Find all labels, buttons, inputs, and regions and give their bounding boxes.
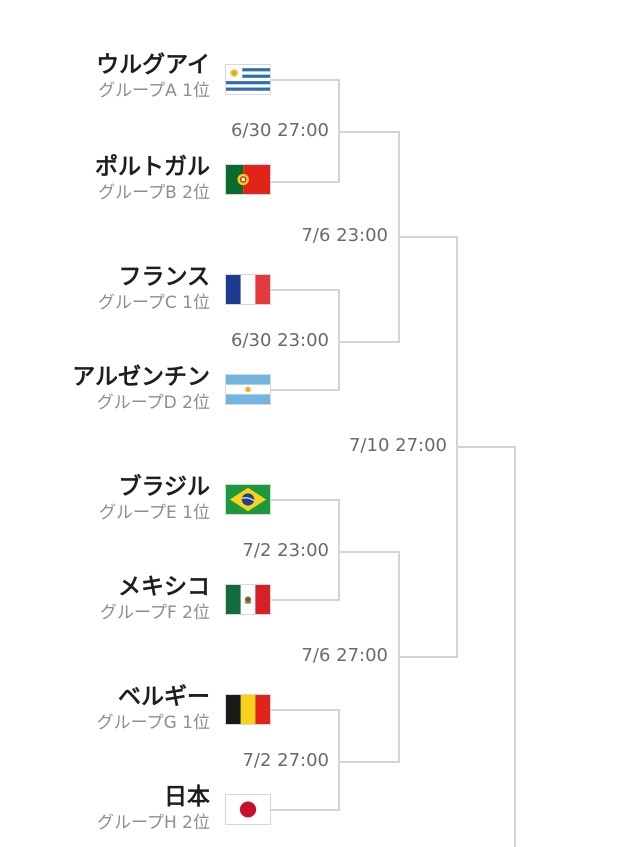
- team-group-rank: グループA 1位: [98, 81, 210, 101]
- team-uruguay[interactable]: ウルグアイ グループA 1位: [0, 50, 210, 102]
- bracket-line: [338, 761, 400, 763]
- bracket-line: [456, 446, 516, 448]
- team-group-rank: グループG 1位: [96, 713, 210, 733]
- team-name: メキシコ: [118, 574, 210, 600]
- bracket-line: [338, 709, 340, 811]
- team-group-rank: グループC 1位: [97, 293, 210, 313]
- bracket-line: [338, 131, 400, 133]
- japan-flag-icon: [225, 794, 271, 825]
- team-name: 日本: [164, 784, 210, 810]
- team-name: フランス: [118, 264, 210, 290]
- team-group-rank: グループD 2位: [96, 393, 210, 413]
- team-name: ベルギー: [118, 684, 210, 710]
- bracket-line: [271, 709, 340, 711]
- bracket-line: [271, 499, 340, 501]
- team-name: ポルトガル: [95, 154, 210, 180]
- match-time-qf-2: 7/6 27:00: [301, 645, 388, 666]
- team-group-rank: グループH 2位: [97, 813, 210, 833]
- team-france[interactable]: フランス グループC 1位: [0, 262, 210, 314]
- bracket-line: [271, 389, 340, 391]
- team-argentina[interactable]: アルゼンチン グループD 2位: [0, 362, 210, 414]
- match-time-r16-2: 6/30 23:00: [230, 330, 329, 351]
- mexico-flag-icon: [225, 584, 271, 615]
- team-group-rank: グループF 2位: [100, 603, 210, 623]
- bracket-line: [271, 809, 340, 811]
- team-name: アルゼンチン: [72, 364, 210, 390]
- team-japan[interactable]: 日本 グループH 2位: [0, 782, 210, 834]
- match-time-r16-3: 7/2 23:00: [242, 540, 329, 561]
- bracket-line: [514, 446, 516, 847]
- bracket-line: [398, 656, 458, 658]
- team-brazil[interactable]: ブラジル グループE 1位: [0, 472, 210, 524]
- bracket-line: [271, 289, 340, 291]
- team-mexico[interactable]: メキシコ グループF 2位: [0, 572, 210, 624]
- match-time-r16-1: 6/30 27:00: [230, 120, 329, 141]
- bracket-line: [338, 341, 400, 343]
- bracket-line: [338, 499, 340, 601]
- match-time-qf-1: 7/6 23:00: [301, 225, 388, 246]
- team-group-rank: グループB 2位: [98, 183, 210, 203]
- team-portugal[interactable]: ポルトガル グループB 2位: [0, 152, 210, 204]
- team-belgium[interactable]: ベルギー グループG 1位: [0, 682, 210, 734]
- bracket-line: [271, 181, 340, 183]
- brazil-flag-icon: [225, 484, 271, 515]
- uruguay-flag-icon: [225, 64, 271, 95]
- bracket-line: [338, 289, 340, 391]
- bracket-line: [398, 236, 458, 238]
- bracket-line: [271, 79, 340, 81]
- bracket-line: [271, 599, 340, 601]
- team-group-rank: グループE 1位: [99, 503, 210, 523]
- belgium-flag-icon: [225, 694, 271, 725]
- bracket-line: [338, 551, 400, 553]
- france-flag-icon: [225, 274, 271, 305]
- portugal-flag-icon: [225, 164, 271, 195]
- argentina-flag-icon: [225, 374, 271, 405]
- team-name: ウルグアイ: [96, 52, 210, 78]
- team-name: ブラジル: [118, 474, 210, 500]
- match-time-r16-4: 7/2 27:00: [242, 750, 329, 771]
- match-time-sf-1: 7/10 27:00: [348, 435, 447, 456]
